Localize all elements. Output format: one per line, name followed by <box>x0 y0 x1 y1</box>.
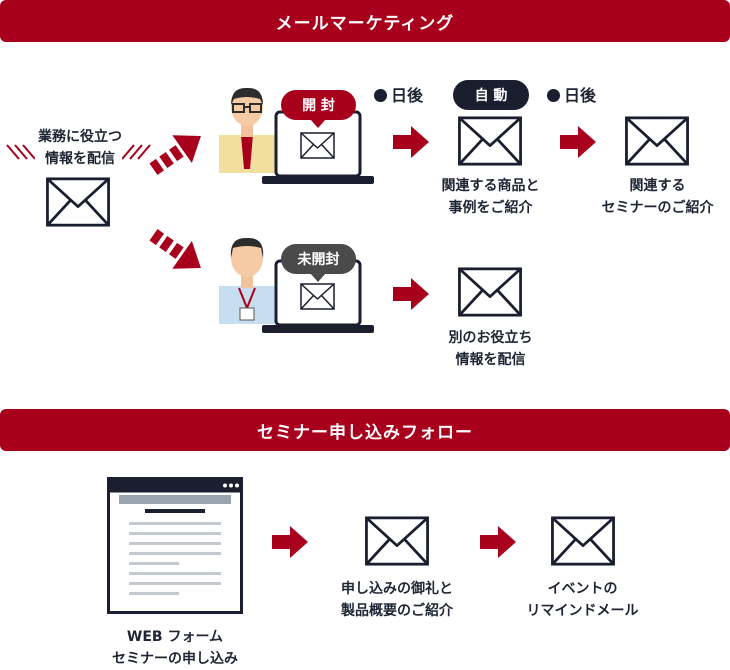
arrow-to-opened-icon <box>142 118 214 185</box>
arrow-form-to-thanks-icon <box>272 526 308 558</box>
related-seminar-label: 関連する セミナーのご紹介 <box>601 178 714 216</box>
unopened-badge-tail-icon <box>310 273 326 282</box>
seminar-follow-title: セミナー申し込みフォロー <box>257 422 473 443</box>
arrow-related-to-seminar-icon <box>560 126 596 158</box>
web-form-label: WEB フォーム セミナーの申し込み <box>112 629 238 667</box>
source-label: 業務に役立つ 情報を配信 <box>38 129 122 167</box>
seminar-follow-banner: セミナー申し込みフォロー <box>0 409 730 451</box>
day-marker-2: 日後 <box>547 82 596 106</box>
related-products-label: 関連する商品と 事例をご紹介 <box>441 178 540 216</box>
mail-marketing-title: メールマーケティング <box>275 13 455 34</box>
emphasis-slashes-right-icon <box>122 144 151 160</box>
thanks-mail-icon <box>362 516 432 566</box>
thanks-label: 申し込みの御礼と 製品概要のご紹介 <box>341 581 453 619</box>
day-marker-1: 日後 <box>374 82 423 106</box>
employee-avatar-icon <box>219 237 275 324</box>
arrow-unopened-to-other-icon <box>393 278 429 310</box>
laptop-opened-icon <box>262 110 374 184</box>
related-products-mail-icon <box>455 116 525 166</box>
opened-badge-tail-icon <box>310 119 326 128</box>
opened-badge: 開 封 <box>281 90 356 120</box>
day-dot-icon <box>374 89 387 102</box>
source-mail-icon <box>43 177 113 227</box>
other-info-label: 別のお役立ち 情報を配信 <box>448 330 533 368</box>
day-dot-icon <box>547 89 560 102</box>
arrow-opened-to-related-icon <box>393 126 429 158</box>
emphasis-slashes-left-icon <box>6 144 35 160</box>
businessman-avatar-icon <box>219 87 275 173</box>
reminder-mail-icon <box>548 516 618 566</box>
web-form-window-icon <box>107 477 243 614</box>
unopened-badge: 未開封 <box>281 244 356 274</box>
reminder-label: イベントの リマインドメール <box>526 581 639 619</box>
arrow-to-unopened-icon <box>142 218 214 285</box>
auto-badge: 自 動 <box>453 80 529 110</box>
arrow-thanks-to-reminder-icon <box>480 526 516 558</box>
mail-marketing-banner: メールマーケティング <box>0 0 730 42</box>
other-info-mail-icon <box>455 267 525 317</box>
related-seminar-mail-icon <box>622 116 692 166</box>
